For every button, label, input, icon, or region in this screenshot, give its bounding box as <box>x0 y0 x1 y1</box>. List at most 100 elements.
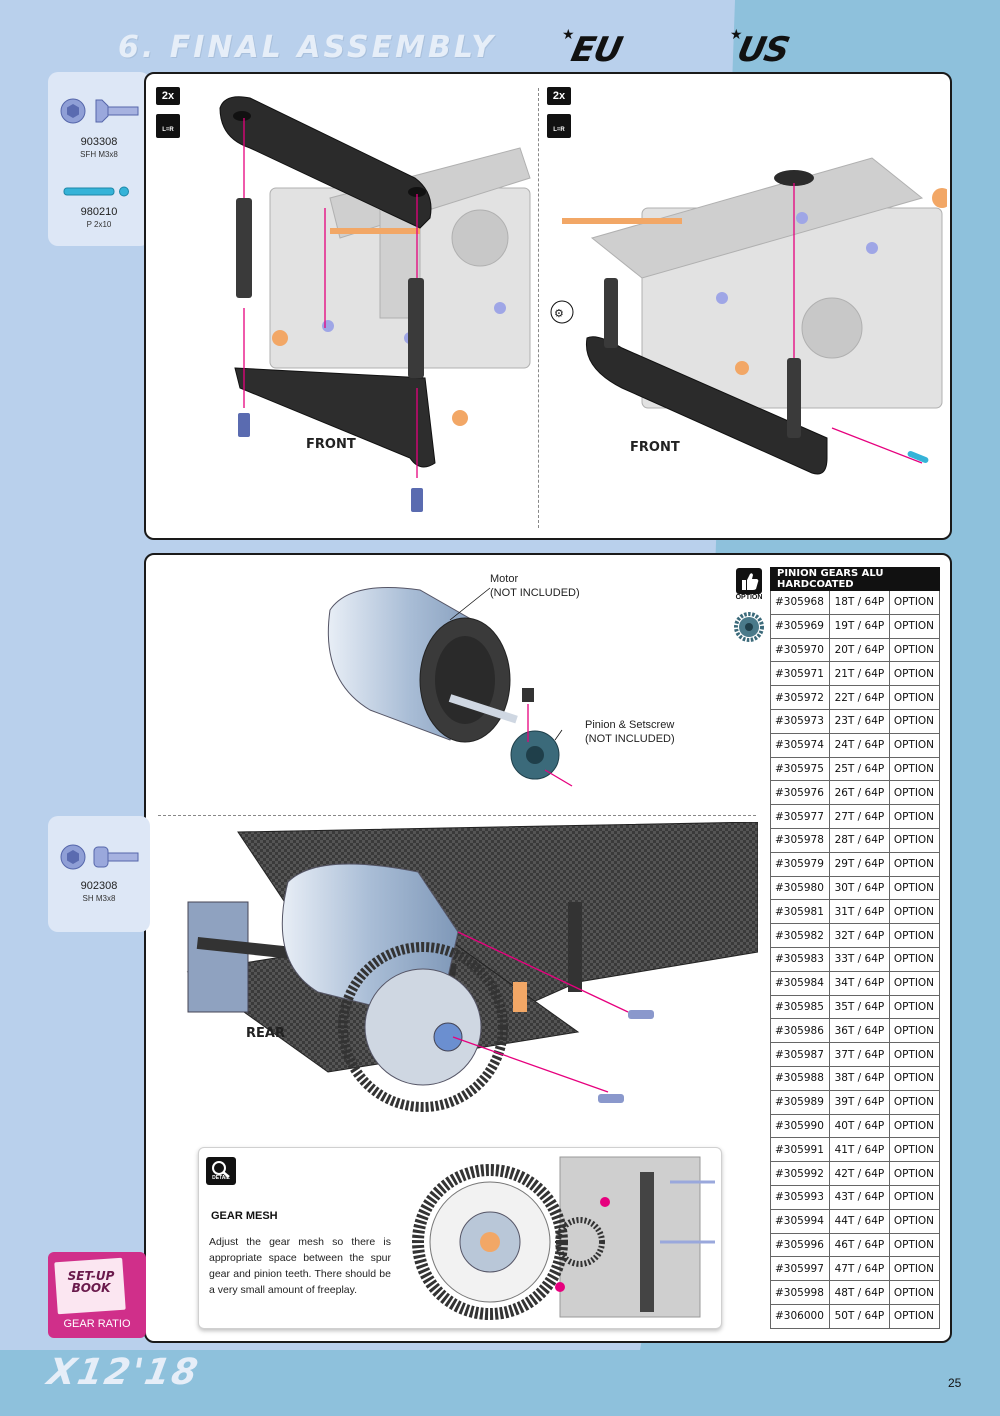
us-logo: US <box>733 30 793 70</box>
gear-size-cell: 28T / 64P <box>829 827 890 853</box>
part-code-cell: #305976 <box>770 780 830 806</box>
part-code-cell: #305979 <box>770 851 830 877</box>
detail-badge-label: DETAIL <box>212 1175 230 1181</box>
setup-book-title: SET-UP BOOK <box>67 1269 115 1295</box>
part-code-cell: #305970 <box>770 637 830 663</box>
gear-size-cell: 46T / 64P <box>829 1232 890 1258</box>
part-code-cell: #305997 <box>770 1256 830 1282</box>
part-code-cell: #305975 <box>770 756 830 782</box>
gear-size-cell: 32T / 64P <box>829 923 890 948</box>
star-icon: ★ <box>562 26 575 42</box>
motor-pinion-illustration <box>327 587 573 787</box>
gear-size-cell: 20T / 64P <box>829 637 890 663</box>
gear-size-cell: 33T / 64P <box>829 946 890 972</box>
option-cell: OPTION <box>888 946 941 972</box>
detail-title: GEAR MESH <box>211 1210 278 1222</box>
left-right-badge: L=R <box>547 114 571 138</box>
gear-size-cell: 44T / 64P <box>829 1208 890 1234</box>
gear-size-cell: 26T / 64P <box>829 780 890 806</box>
eu-logo: EU <box>567 30 626 70</box>
option-cell: OPTION <box>888 1303 941 1329</box>
option-cell: OPTION <box>888 637 941 663</box>
option-cell: OPTION <box>888 1232 941 1258</box>
option-cell: OPTION <box>888 804 941 829</box>
part-code-cell: #306000 <box>770 1303 830 1329</box>
rear-direction-label: REAR <box>246 1026 285 1041</box>
part-code-cell: #305985 <box>770 994 830 1020</box>
option-cell: OPTION <box>888 590 941 615</box>
motor-callout: Motor (NOT INCLUDED) <box>490 573 580 599</box>
pinion-gear-icon <box>734 612 764 642</box>
part-code-cell: #305972 <box>770 685 830 710</box>
part-code-cell: #305971 <box>770 661 830 687</box>
body-post-mount-illustration: ⚙ <box>550 157 947 475</box>
front-direction-label: FRONT <box>306 437 356 452</box>
gear-size-cell: 47T / 64P <box>829 1256 890 1282</box>
part-code-cell: #305996 <box>770 1232 830 1258</box>
gear-size-cell: 31T / 64P <box>829 899 890 925</box>
option-cell: OPTION <box>888 1208 941 1234</box>
gear-size-cell: 22T / 64P <box>829 685 890 710</box>
option-cell: OPTION <box>888 1065 941 1091</box>
gear-size-cell: 18T / 64P <box>829 590 890 615</box>
part-code-cell: #305982 <box>770 923 830 948</box>
part-code-cell: #305974 <box>770 732 830 758</box>
thumbs-up-option-icon <box>736 568 762 594</box>
motor-mount-assembly-illustration <box>186 822 758 1112</box>
option-label: OPTION <box>735 594 763 601</box>
part-code-cell: #305998 <box>770 1280 830 1305</box>
part-code-cell: #305988 <box>770 1065 830 1091</box>
page-footer-band <box>0 1350 1000 1416</box>
gear-size-cell: 25T / 64P <box>829 756 890 782</box>
option-cell: OPTION <box>888 875 941 901</box>
gear-size-cell: 27T / 64P <box>829 804 890 829</box>
option-cell: OPTION <box>888 851 941 877</box>
screw-sfh-icon <box>60 98 139 124</box>
option-cell: OPTION <box>888 899 941 925</box>
part-code-cell: #305980 <box>770 875 830 901</box>
part-code-cell: #305994 <box>770 1208 830 1234</box>
part-code-cell: #305986 <box>770 1018 830 1044</box>
svg-text:⚙: ⚙ <box>554 307 564 320</box>
gear-size-cell: 39T / 64P <box>829 1089 890 1115</box>
option-cell: OPTION <box>888 827 941 853</box>
part-code-cell: #305990 <box>770 1113 830 1139</box>
option-cell: OPTION <box>888 970 941 996</box>
option-cell: OPTION <box>888 1256 941 1282</box>
part-code-cell: #305968 <box>770 590 830 615</box>
gear-size-cell: 29T / 64P <box>829 851 890 877</box>
page-number: 25 <box>948 1376 962 1390</box>
gear-size-cell: 24T / 64P <box>829 732 890 758</box>
part-number: 980210 <box>80 206 118 218</box>
gear-size-cell: 35T / 64P <box>829 994 890 1020</box>
screw-sh-icon <box>60 844 139 870</box>
option-cell: OPTION <box>888 1280 941 1305</box>
section-title: 6. FINAL ASSEMBLY <box>118 30 496 65</box>
part-code-cell: #305992 <box>770 1161 830 1186</box>
gear-size-cell: 19T / 64P <box>829 613 890 639</box>
option-cell: OPTION <box>888 1113 941 1139</box>
step-divider <box>158 815 756 816</box>
part-code-cell: #305969 <box>770 613 830 639</box>
part-description: SFH M3x8 <box>80 150 118 159</box>
part-description: P 2x10 <box>86 220 112 229</box>
